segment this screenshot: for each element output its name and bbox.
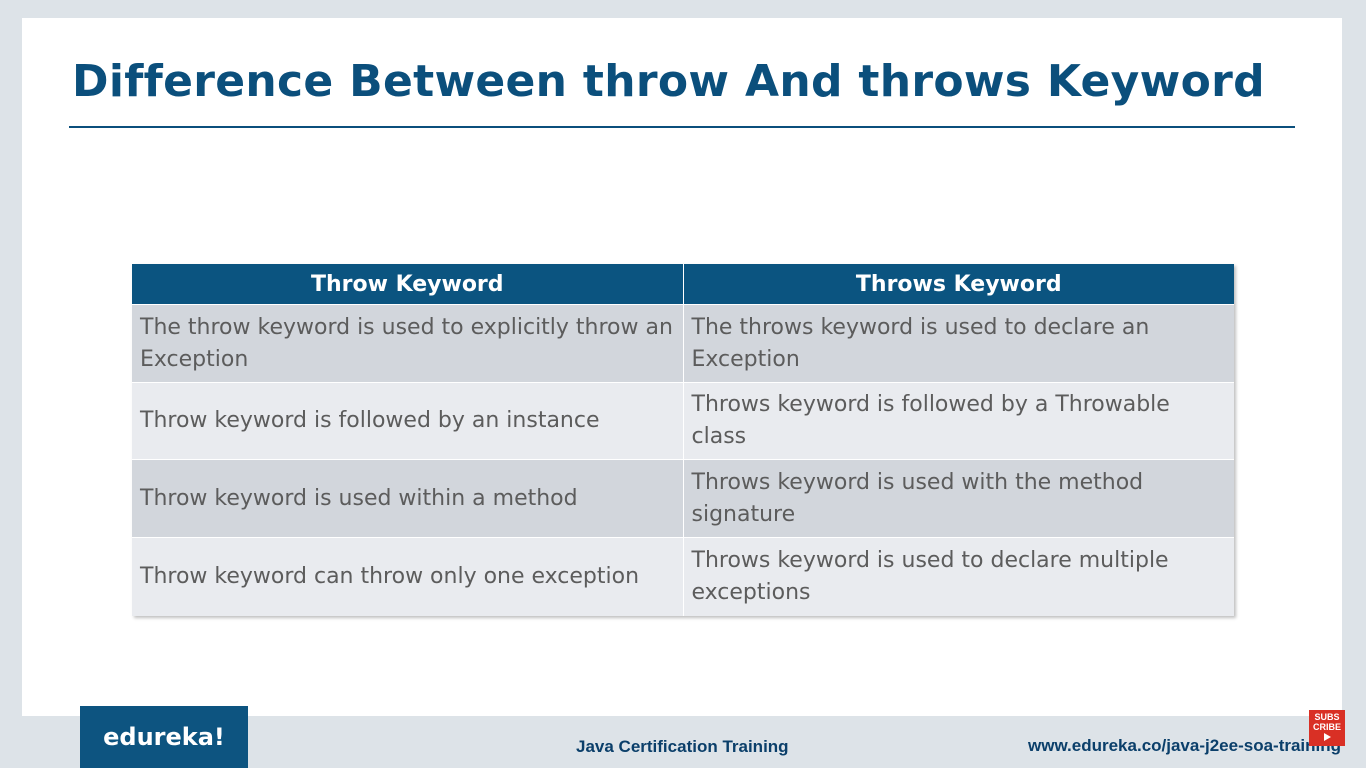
comparison-table: Throw Keyword Throws Keyword The throw k… [132, 264, 1234, 616]
throw-cell: Throw keyword is used within a method [132, 459, 683, 538]
table-row: Throw keyword is used within a method Th… [132, 459, 1234, 538]
throws-cell: Throws keyword is followed by a Throwabl… [682, 382, 1234, 460]
slide-title: Difference Between throw And throws Keyw… [72, 56, 1265, 107]
table-row: The throw keyword is used to explicitly … [132, 304, 1234, 383]
throws-cell: Throws keyword is used to declare multip… [682, 537, 1234, 616]
throws-cell: The throws keyword is used to declare an… [682, 304, 1234, 383]
title-divider [69, 126, 1295, 128]
table-header-row: Throw Keyword Throws Keyword [132, 264, 1234, 305]
throw-cell: Throw keyword can throw only one excepti… [132, 537, 683, 616]
course-name: Java Certification Training [576, 737, 789, 756]
throw-cell: The throw keyword is used to explicitly … [132, 304, 683, 383]
subscribe-button[interactable]: SUBS CRIBE [1309, 710, 1345, 746]
column-header-throws: Throws Keyword [682, 264, 1234, 305]
subscribe-label-line2: CRIBE [1312, 722, 1341, 732]
subscribe-label-line1: SUBS [1314, 712, 1340, 722]
table-row: Throw keyword can throw only one excepti… [132, 537, 1234, 616]
footer-url-link[interactable]: www.edureka.co/java-j2ee-soa-training [1028, 736, 1342, 755]
edureka-logo[interactable]: edureka! [80, 706, 248, 768]
throws-cell: Throws keyword is used with the method s… [682, 459, 1234, 538]
column-header-throw: Throw Keyword [132, 264, 683, 305]
play-icon [1323, 733, 1331, 741]
slide: Difference Between throw And throws Keyw… [22, 18, 1342, 716]
throw-cell: Throw keyword is followed by an instance [132, 382, 683, 460]
table-row: Throw keyword is followed by an instance… [132, 382, 1234, 460]
